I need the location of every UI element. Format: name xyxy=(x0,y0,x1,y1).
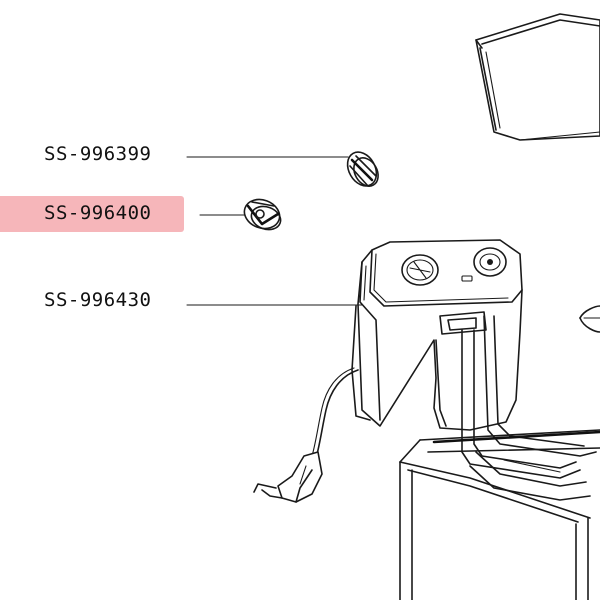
part-label-ss-996430[interactable]: SS-996430 xyxy=(44,289,152,311)
part-label-ss-996399[interactable]: SS-996399 xyxy=(44,143,152,165)
selected-part-highlight xyxy=(0,196,184,232)
basket-illustration xyxy=(475,13,600,141)
control-housing-illustration xyxy=(351,239,523,431)
part-label-ss-996400[interactable]: SS-996400 xyxy=(44,202,152,224)
fryer-bowl-illustration xyxy=(399,429,600,600)
power-cord-illustration xyxy=(253,367,359,503)
knob-ss-996399-illustration xyxy=(346,151,379,187)
heating-element-illustration xyxy=(461,315,597,501)
side-part-illustration xyxy=(579,305,600,333)
knob-ss-996400-illustration xyxy=(243,198,282,231)
